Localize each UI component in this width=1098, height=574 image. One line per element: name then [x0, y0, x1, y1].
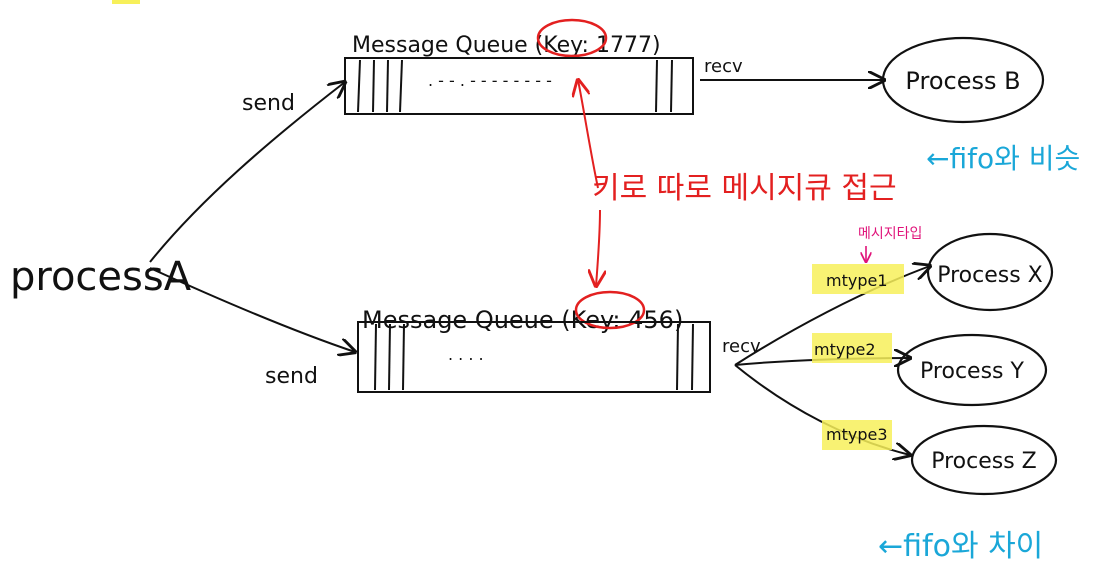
process-y-node	[896, 333, 1048, 407]
queue-top-dots: . - - . - - - - - - - -	[428, 71, 552, 90]
key-access-note: 키로 따로 메시지큐 접근	[592, 171, 897, 206]
msg-type-note: 메시지타입	[858, 226, 922, 242]
process-y-label: Process Y	[920, 359, 1024, 384]
send-arrow-top	[149, 82, 345, 263]
queue-bottom-box	[357, 321, 711, 393]
queue-top-title: Message Queue (Key: 1777)	[352, 33, 661, 58]
key-circle-top	[536, 18, 608, 58]
key-circle-bottom	[574, 290, 646, 330]
key-arrow-down	[596, 209, 600, 286]
process-z-label: Process Z	[931, 449, 1037, 474]
mtype2-label: mtype2	[814, 340, 876, 359]
process-a-label: processA	[10, 254, 192, 300]
process-x-label: Process X	[937, 263, 1043, 288]
process-z-node	[910, 424, 1058, 496]
process-b-node	[881, 36, 1045, 124]
mtype2-highlight	[812, 333, 892, 363]
process-x-node	[926, 232, 1054, 312]
mtype1-label: mtype1	[826, 271, 888, 290]
recv-label-top: recv	[704, 56, 743, 77]
send-label-top: send	[242, 91, 295, 116]
queue-top-box	[344, 57, 694, 115]
recv-label-bottom: recv	[722, 336, 761, 357]
corner-highlight	[112, 0, 140, 4]
mtype3-label: mtype3	[826, 425, 888, 444]
recv-arrow-x	[734, 266, 930, 366]
fifo-note-difference: ←fifo와 차이	[878, 529, 1043, 564]
mtype1-highlight	[812, 264, 904, 294]
send-arrow-bottom	[149, 267, 355, 352]
send-label-bottom: send	[265, 364, 318, 389]
mtype3-highlight	[822, 420, 892, 450]
process-b-label: Process B	[905, 67, 1020, 95]
key-arrow-up	[578, 80, 599, 189]
queue-bottom-title: Message Queue (Key: 456)	[362, 306, 683, 334]
fifo-note-similar: ←fifo와 비슷	[926, 142, 1080, 175]
queue-bottom-dots: . . . .	[448, 345, 484, 364]
